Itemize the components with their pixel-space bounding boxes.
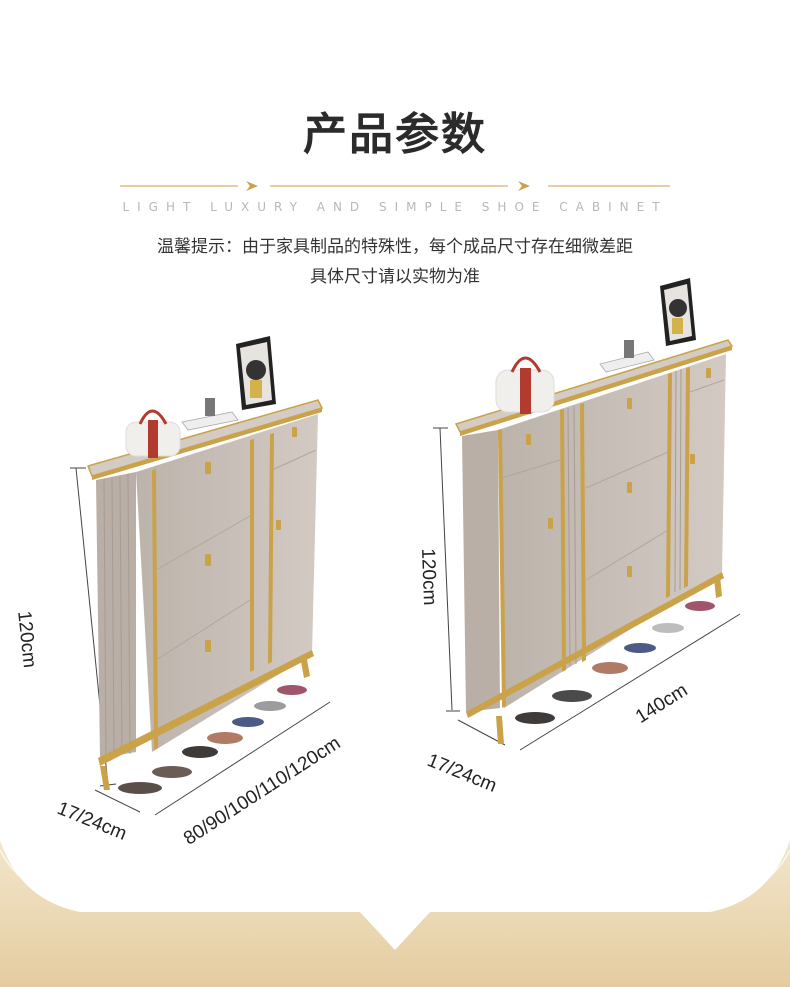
bottom-wave-decoration <box>0 840 790 987</box>
english-subtitle: LIGHT LUXURY AND SIMPLE SHOE CABINET <box>122 200 668 214</box>
page-title: 产品参数 <box>303 109 487 160</box>
arrow-icon <box>246 181 258 191</box>
book-decoration <box>599 340 655 373</box>
notice-line-1: 温馨提示：由于家具制品的特殊性，每个成品尺寸存在细微差距 <box>157 237 633 257</box>
right-depth-line <box>457 719 506 746</box>
right-height-label: 120cm <box>417 548 440 606</box>
arrow-icon <box>518 181 530 191</box>
handbag-decoration <box>125 409 181 458</box>
left-width-line <box>154 701 331 816</box>
title-divider <box>120 181 670 191</box>
shoes-row-left <box>118 685 307 794</box>
shoes-row-right <box>515 601 715 724</box>
right-width-line <box>519 613 741 751</box>
book-decoration <box>181 398 239 431</box>
picture-frame-decoration <box>660 278 696 346</box>
right-height-line <box>439 427 453 711</box>
left-cabinet <box>70 336 331 816</box>
picture-frame-decoration <box>236 336 276 410</box>
right-cabinet <box>433 278 741 751</box>
handbag-decoration <box>495 356 555 414</box>
left-depth-line <box>94 789 141 813</box>
notice-line-2: 具体尺寸请以实物为准 <box>310 267 480 287</box>
